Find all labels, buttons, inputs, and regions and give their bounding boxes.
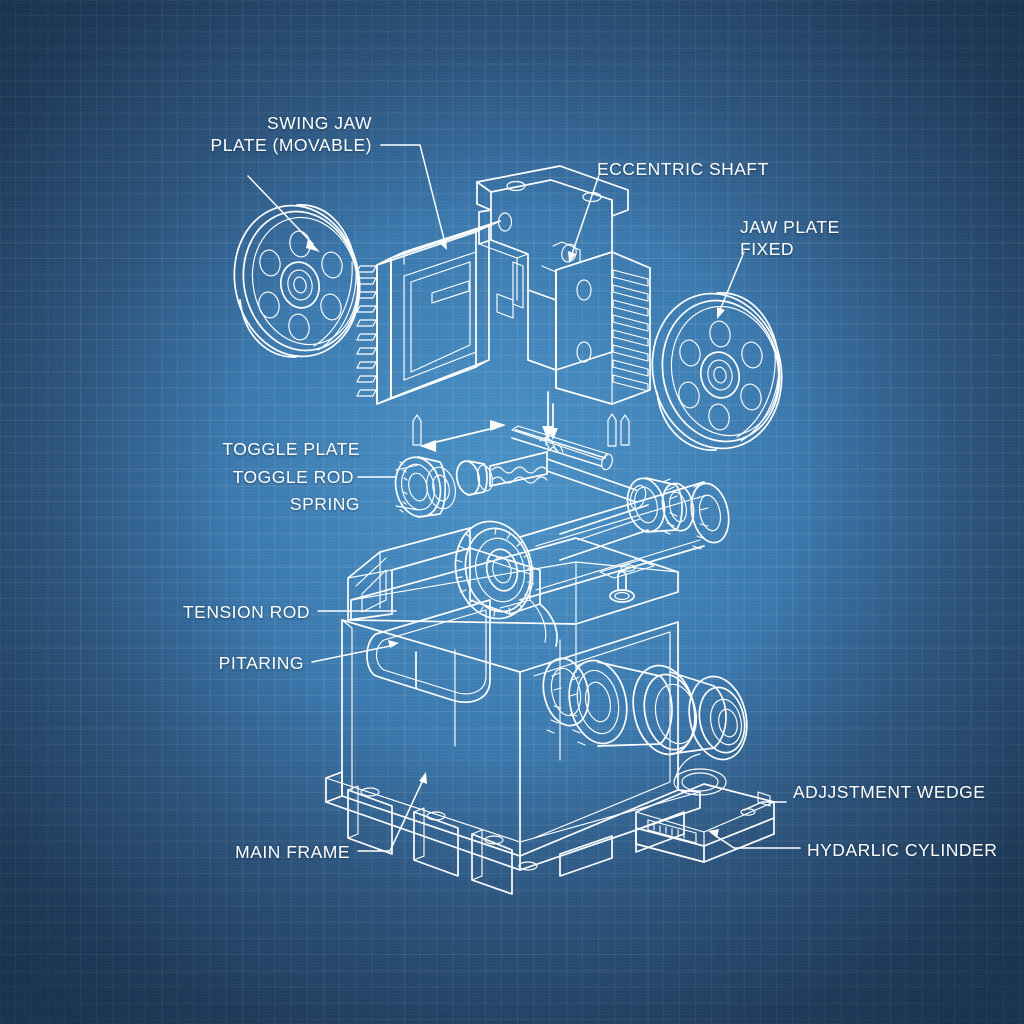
fixed-jaw-ribs <box>612 269 649 392</box>
toggle-plate-assembly <box>394 451 695 561</box>
label-tension-rod: TENSION ROD <box>70 601 310 623</box>
label-eccentric-shaft-text: ECCENTRIC SHAFT <box>597 159 769 179</box>
label-tension-rod-text: TENSION ROD <box>182 602 310 622</box>
label-pitaring: PITARING <box>70 652 304 674</box>
swing-jaw-plate-part <box>356 220 501 405</box>
hydraulic-cylinder-part <box>542 657 748 796</box>
flywheel-pulley-left <box>233 204 361 358</box>
label-pitaring-text: PITARING <box>218 653 304 673</box>
label-spring: SPRING <box>120 493 360 515</box>
main-frame-weldment <box>325 527 701 895</box>
label-main-frame: MAIN FRAME <box>110 841 350 863</box>
label-spring-text: SPRING <box>289 494 360 514</box>
fixed-jaw-plate-part <box>476 165 651 405</box>
label-adjustment-wedge: ADJJSTMENT WEDGE <box>793 781 985 803</box>
label-jaw-plate-fixed-text2: FIXED <box>740 239 795 259</box>
label-hydraulic-cylinder: HYDARLIC CYLINDER <box>807 839 997 861</box>
label-swing-jaw-plate-text: SWING JAW <box>267 113 372 133</box>
label-toggle-rod: TOGGLE ROD <box>120 466 354 488</box>
assembly-fasteners <box>412 391 630 471</box>
label-main-frame-text: MAIN FRAME <box>235 842 350 862</box>
label-adjustment-wedge-text: ADJJSTMENT WEDGE <box>793 782 986 802</box>
swing-jaw-ribs <box>356 265 377 397</box>
flywheel-pulley-right <box>651 292 783 451</box>
adjustment-wedge-part <box>635 783 775 863</box>
eccentric-shaft-part <box>454 481 730 620</box>
label-eccentric-shaft: ECCENTRIC SHAFT <box>597 158 769 180</box>
label-swing-jaw-plate-text2: PLATE (MOVABLE) <box>210 135 372 155</box>
label-hydraulic-cylinder-text: HYDARLIC CYLINDER <box>807 840 998 860</box>
label-toggle-rod-text: TOGGLE ROD <box>232 467 354 487</box>
label-jaw-plate-fixed-text: JAW PLATE <box>740 217 840 237</box>
label-toggle-plate: TOGGLE PLATE <box>120 438 360 460</box>
label-toggle-plate-text: TOGGLE PLATE <box>222 439 360 459</box>
leader-lines <box>247 144 801 852</box>
